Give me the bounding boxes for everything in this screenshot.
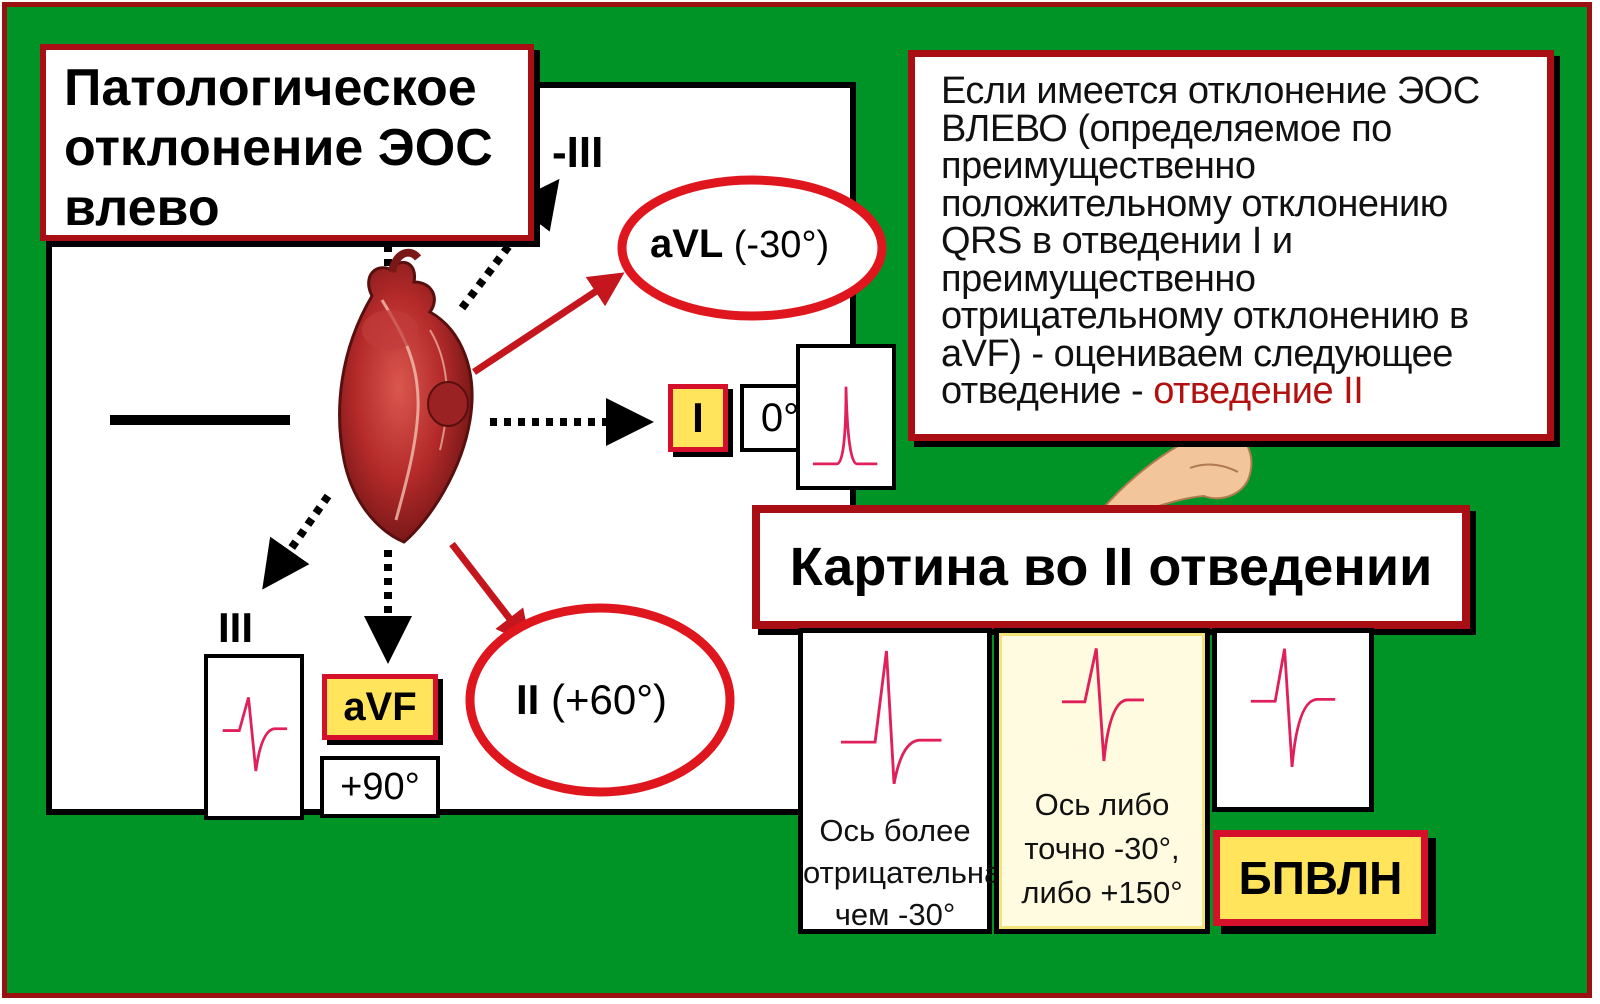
info-line-8: aVF) - оцениваем следующее [941,332,1453,375]
lead-iii-label: III [218,604,254,651]
ecg-cell-1: Ось более отрицательна чем -30° [798,628,1002,934]
explanation-box: Если имеется отклонение ЭОС ВЛЕВО (опред… [908,50,1554,441]
info-line-2: ВЛЕВО (определяемое по [941,107,1392,150]
lead-iii-trace [222,697,288,772]
lead-avl-angle: (-30°) [733,224,830,266]
info-line-7: отрицательному отклонению в [941,295,1469,337]
lead-minus-iii-label: -III [552,128,604,177]
bpvln-badge: БПВЛН [1213,830,1428,926]
ecg-cell-2: Ось либо точно -30°, либо +150° [994,628,1210,934]
info-line-6: преимущественно [941,257,1256,300]
lead-avl-label: aVL (-30°) [650,222,829,267]
lead-i-ecg [796,344,896,490]
info-line-5: QRS в отведении I и [941,220,1293,262]
lead-avf-box: aVF [322,674,438,740]
lead-avl-name: aVL [650,222,723,266]
ecg-cell-3-trace [1250,648,1336,768]
slide-title: Патологическое отклонение ЭОС влево [40,44,534,241]
info-line-9-prefix: отведение - [941,370,1154,412]
lead-ii-angle: (+60°) [551,676,668,723]
info-line-1: Если имеется отклонение ЭОС [941,70,1480,112]
ii-ellipse [465,603,735,797]
arrow-lead-iii [262,493,332,590]
lead-ii-label: II (+60°) [516,676,667,724]
info-line-4: положительному отклонению [941,182,1448,225]
lead-ii-highlight: отведение II [1153,370,1364,412]
ecg-cell-1-caption-2: отрицательна [803,855,1002,890]
ecg-cell-2-trace [1061,648,1144,762]
info-line-3: преимущественно [941,145,1256,187]
arrow-lead-avl [472,272,625,375]
ecg-cell-3 [1212,628,1374,812]
lead-i-box: I [668,384,728,452]
title-line-1: Патологическое [64,59,477,117]
lead-avf-angle-box: +90° [320,756,440,818]
ecg-cell-2-caption-1: Ось либо [1034,787,1170,822]
ecg-cell-1-caption-3: чем -30° [834,897,956,932]
title-line-3: влево [64,179,220,237]
heart-icon [338,248,474,544]
lead-i-trace [812,386,878,466]
avl-ellipse [617,175,887,321]
lead-iii-ecg [204,654,304,820]
info-line-9: отведение - отведение II [941,370,1537,412]
lead-ii-heading: Картина во II отведении [752,505,1470,629]
lead-ii-name: II [516,676,540,723]
ecg-cell-2-caption-2: точно -30°, [1024,831,1180,866]
title-line-2: отклонение ЭОС [64,119,493,177]
ecg-cell-1-caption-1: Ось более [819,813,971,848]
axis-line [110,415,290,425]
ecg-cell-1-trace [840,650,942,785]
ecg-cell-2-caption-3: либо +150° [1021,875,1183,910]
arrow-lead-ii [449,541,531,646]
